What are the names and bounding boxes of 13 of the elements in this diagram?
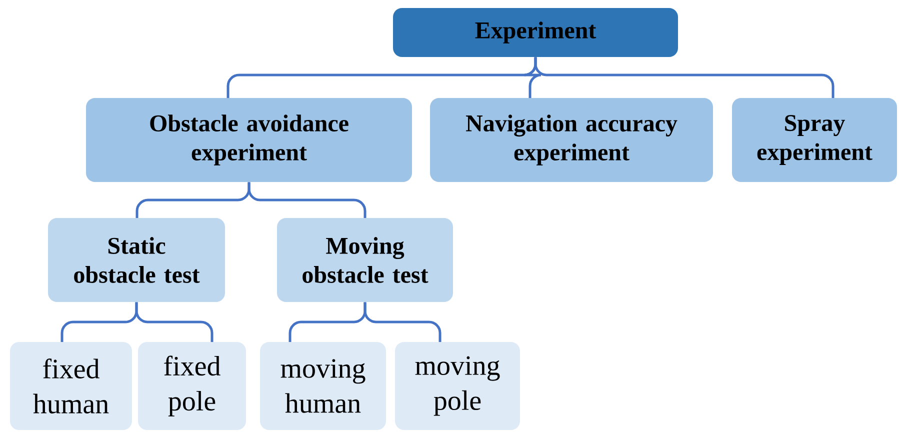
- category-box: Navigation accuracy experiment: [430, 98, 713, 182]
- category-box: Experiment: [393, 8, 678, 57]
- bracket-connector: [135, 302, 214, 342]
- category-box: moving pole: [395, 342, 520, 430]
- category-box: Spray experiment: [732, 98, 897, 182]
- bracket-connector: [364, 302, 442, 342]
- category-box: Obstacle avoidance experiment: [86, 98, 412, 182]
- bracket-connector: [534, 57, 834, 98]
- category-box: moving human: [260, 342, 386, 430]
- category-box: fixed human: [10, 342, 132, 430]
- category-box: Static obstacle test: [48, 218, 225, 302]
- category-box: fixed pole: [138, 342, 246, 430]
- category-box: Moving obstacle test: [277, 218, 453, 302]
